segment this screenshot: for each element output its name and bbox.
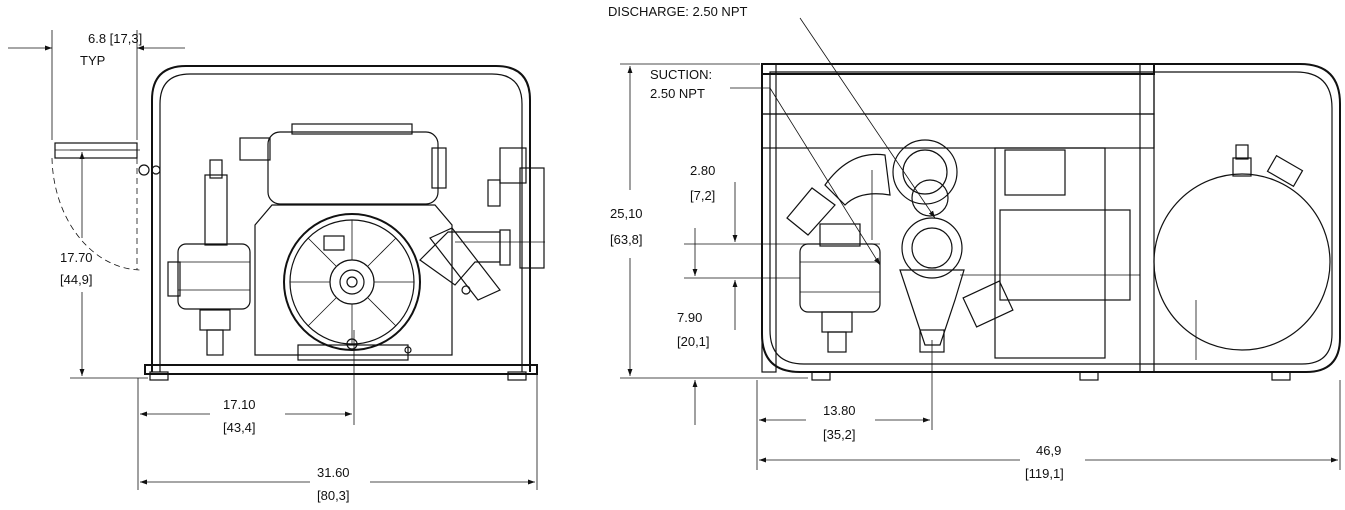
suction-center-mm-label: [35,2] (823, 427, 856, 442)
front-view-pump (51, 65, 545, 381)
overall-width-in-label: 31.60 (317, 465, 350, 480)
fuel-tank (1153, 173, 1331, 351)
right-view-dimensions (620, 17, 1341, 470)
engine-block (994, 147, 1106, 359)
side-frame (761, 63, 1341, 373)
suction-height-mm-label: [20,1] (677, 334, 710, 349)
overall-height-in-label: 25,10 (610, 206, 643, 221)
discharge-label: DISCHARGE: 2.50 NPT (608, 4, 747, 19)
pump-volute (283, 213, 421, 351)
discharge-offset-mm-label: [7,2] (690, 188, 715, 203)
typ-label: TYP (80, 53, 105, 68)
lifting-handle (54, 142, 138, 159)
air-cleaner (177, 243, 251, 310)
typ-offset-label: 6.8 [17,3] (88, 31, 142, 46)
right-view-labels: DISCHARGE: 2.50 NPT SUCTION: 2.50 NPT 25… (608, 4, 1064, 481)
overall-length-mm-label: [119,1] (1025, 466, 1064, 481)
suction-center-in-label: 13.80 (823, 403, 856, 418)
frame-cage (151, 65, 531, 372)
center-width-mm-label: [43,4] (223, 420, 256, 435)
overall-width-mm-label: [80,3] (317, 488, 350, 503)
frame-base (144, 364, 538, 375)
center-width-in-label: 17.10 (223, 397, 256, 412)
suction-label-2: 2.50 NPT (650, 86, 705, 101)
pump-head (901, 217, 963, 279)
discharge-offset-in-label: 2.80 (690, 163, 715, 178)
muffler (267, 131, 439, 205)
left-view-dimensions (8, 30, 545, 490)
suction-height-in-label: 7.90 (677, 310, 702, 325)
suction-label-1: SUCTION: (650, 67, 712, 82)
suction-elbow (824, 153, 891, 206)
overall-height-mm-label: [63,8] (610, 232, 643, 247)
left-view-labels: 6.8 [17,3] TYP 17.70 [44,9] 17.10 [43,4]… (60, 31, 350, 503)
height-mm-label: [44,9] (60, 272, 93, 287)
overall-length-in-label: 46,9 (1036, 443, 1061, 458)
side-view-pump (761, 63, 1341, 381)
height-in-label: 17.70 (60, 250, 93, 265)
